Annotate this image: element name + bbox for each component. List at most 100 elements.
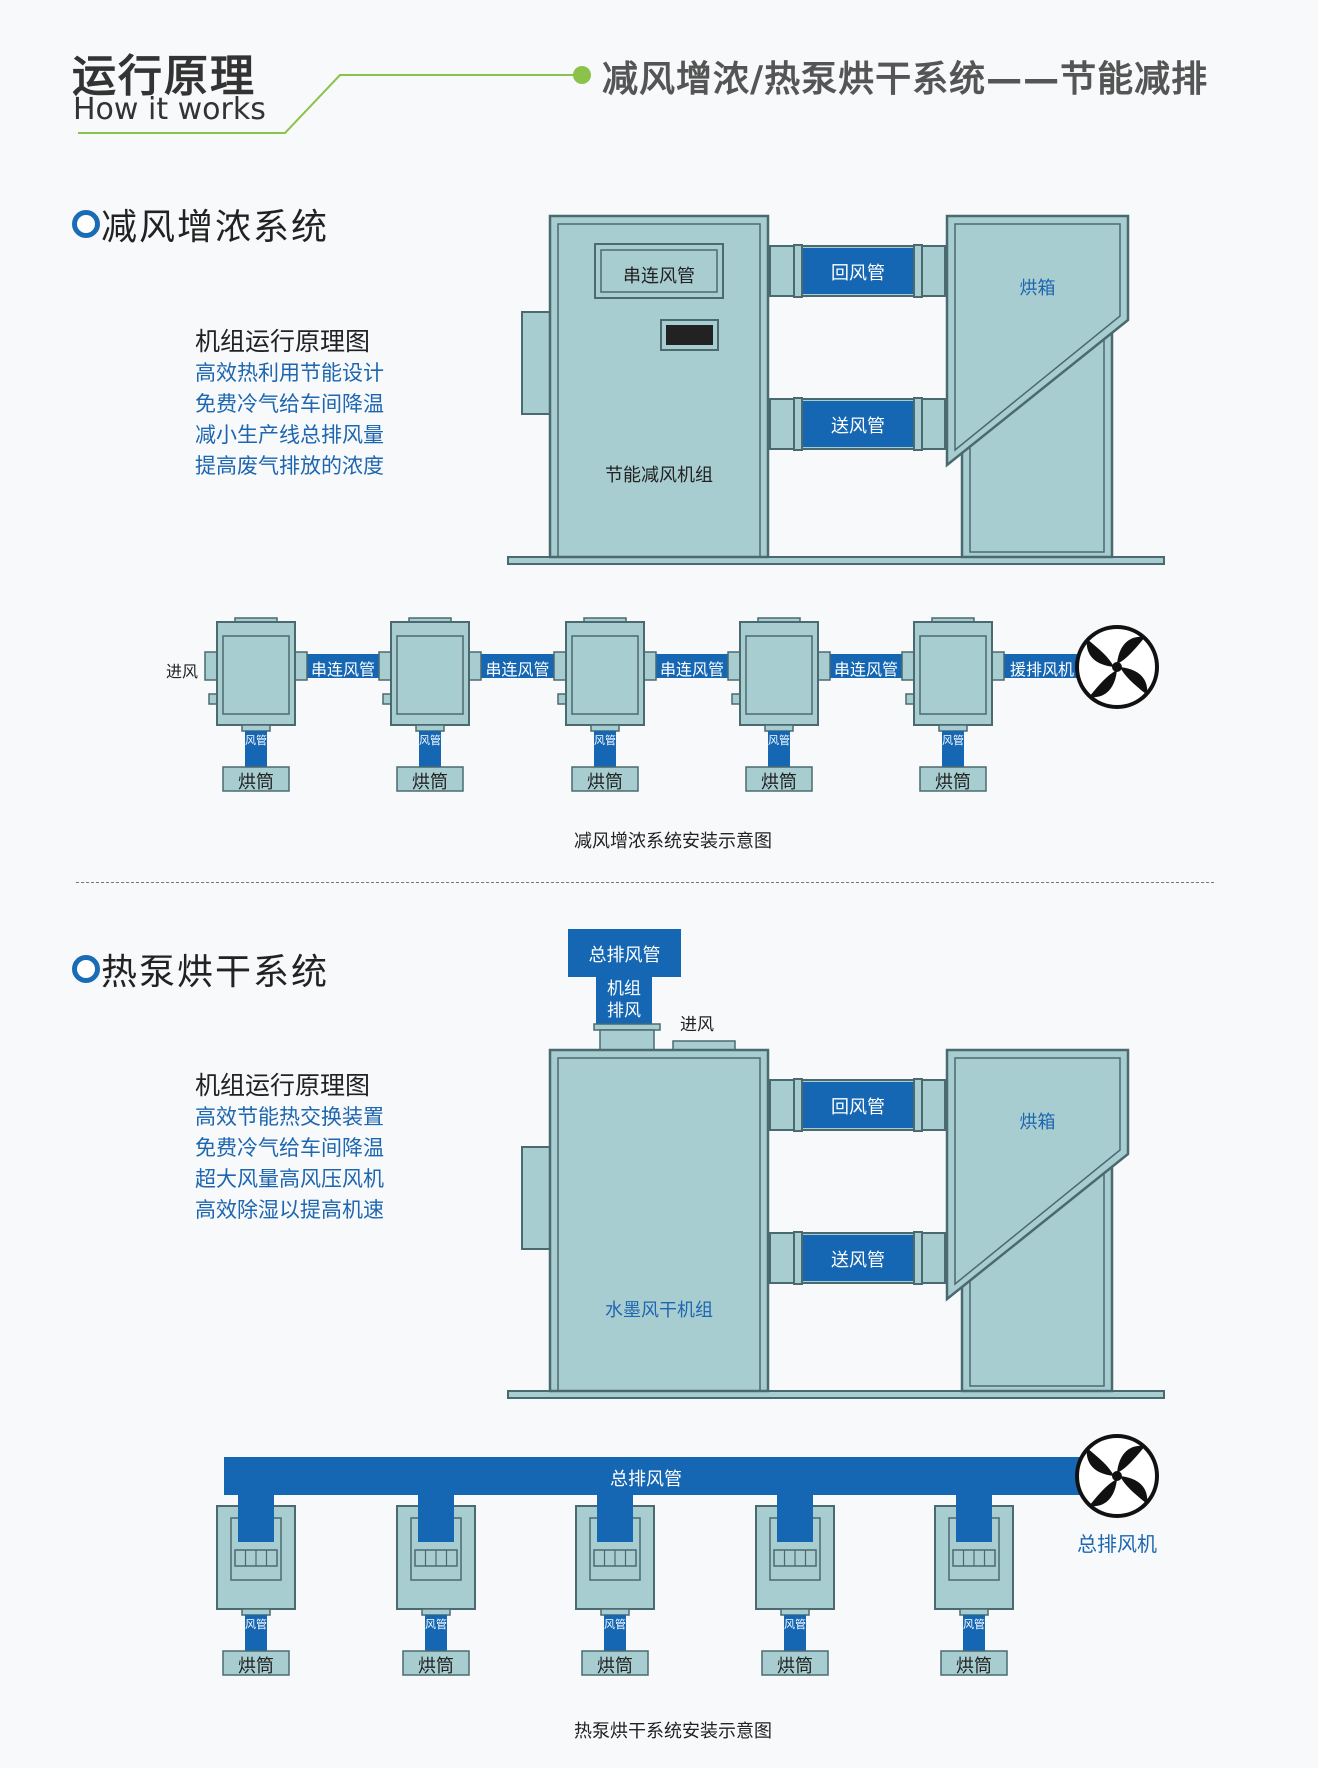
small-duct-label: 风管 bbox=[963, 1618, 985, 1631]
unit-exhaust-duct bbox=[597, 1494, 633, 1542]
drum-label: 烘筒 bbox=[956, 1656, 992, 1677]
drum bbox=[222, 766, 290, 792]
page-subtitle: How it works bbox=[73, 92, 266, 127]
drum-label: 烘筒 bbox=[238, 772, 274, 793]
small-duct bbox=[419, 731, 441, 767]
section1-desc-line: 提高废气排放的浓度 bbox=[195, 454, 384, 478]
unit-exhaust-duct bbox=[238, 1494, 274, 1542]
drum bbox=[222, 1650, 290, 1676]
small-duct-label: 风管 bbox=[594, 734, 616, 747]
drum-label: 烘筒 bbox=[597, 1656, 633, 1677]
small-duct bbox=[604, 1615, 626, 1651]
page-title: 运行原理 bbox=[72, 51, 256, 102]
small-duct bbox=[594, 731, 616, 767]
drum-label: 烘筒 bbox=[412, 772, 448, 793]
unit-label: 水墨风干机组 bbox=[605, 1300, 713, 1321]
drying-unit bbox=[565, 621, 645, 726]
section1-title: 减风增浓系统 bbox=[101, 207, 330, 248]
small-duct bbox=[245, 731, 267, 767]
section1-bullet-icon bbox=[72, 210, 100, 238]
supply-duct-label: 送风管 bbox=[831, 1250, 885, 1271]
series-duct-label: 串连风管 bbox=[833, 660, 898, 679]
section1-desc-line: 高效热利用节能设计 bbox=[195, 361, 384, 385]
drum bbox=[396, 766, 464, 792]
main-fan-label: 总排风机 bbox=[1077, 1532, 1157, 1556]
small-duct bbox=[425, 1615, 447, 1651]
series-duct-label: 串连风管 bbox=[310, 660, 375, 679]
series-duct-panel-label: 串连风管 bbox=[623, 266, 695, 287]
small-duct bbox=[963, 1615, 985, 1651]
small-duct-label: 风管 bbox=[784, 1618, 806, 1631]
series-duct bbox=[644, 654, 740, 678]
oven-label: 烘箱 bbox=[1019, 278, 1056, 299]
series-duct bbox=[295, 654, 391, 678]
unit-exhaust-label: 机组 排风 bbox=[607, 979, 641, 1021]
drum-label: 烘筒 bbox=[761, 772, 797, 793]
section2-bullet-icon bbox=[72, 955, 100, 983]
small-duct bbox=[942, 731, 964, 767]
drying-unit bbox=[913, 621, 993, 726]
small-duct-label: 风管 bbox=[419, 734, 441, 747]
section2-desc-line: 高效节能热交换装置 bbox=[195, 1105, 384, 1129]
small-duct bbox=[768, 731, 790, 767]
drying-unit bbox=[216, 621, 296, 726]
drum-label: 烘筒 bbox=[777, 1656, 813, 1677]
small-duct bbox=[784, 1615, 806, 1651]
exhaust-fan-label: 援排风机 bbox=[1009, 660, 1074, 679]
series-duct-label: 串连风管 bbox=[659, 660, 724, 679]
small-duct-label: 风管 bbox=[245, 734, 267, 747]
small-duct-label: 风管 bbox=[942, 734, 964, 747]
unit-exhaust-duct bbox=[418, 1494, 454, 1542]
unit-exhaust-duct bbox=[777, 1494, 813, 1542]
series-duct-label: 串连风管 bbox=[485, 660, 550, 679]
small-duct-label: 风管 bbox=[245, 1618, 267, 1631]
drum-label: 烘筒 bbox=[238, 1656, 274, 1677]
section1-desc-line: 免费冷气给车间降温 bbox=[195, 392, 384, 416]
drum-label: 烘筒 bbox=[587, 772, 623, 793]
section-divider bbox=[76, 882, 1214, 883]
header-connector-line bbox=[78, 66, 591, 134]
unit-label: 节能减风机组 bbox=[605, 465, 713, 486]
section2-desc-line: 高效除湿以提高机速 bbox=[195, 1198, 384, 1222]
series-duct bbox=[818, 654, 914, 678]
section1-desc-heading: 机组运行原理图 bbox=[195, 327, 371, 356]
drum-label: 烘筒 bbox=[935, 772, 971, 793]
return-duct-label: 回风管 bbox=[831, 1097, 885, 1118]
drum bbox=[940, 1650, 1008, 1676]
drum bbox=[581, 1650, 649, 1676]
system-heading: 减风增浓/热泵烘干系统——节能减排 bbox=[602, 59, 1209, 100]
drum-label: 烘筒 bbox=[418, 1656, 454, 1677]
oven-label: 烘箱 bbox=[1019, 1112, 1056, 1133]
drum bbox=[402, 1650, 470, 1676]
section1-desc-line: 减小生产线总排风量 bbox=[195, 423, 384, 447]
series-duct bbox=[469, 654, 566, 678]
small-duct-label: 风管 bbox=[604, 1618, 626, 1631]
supply-duct-label: 送风管 bbox=[831, 416, 885, 437]
main-exhaust-duct-label: 总排风管 bbox=[588, 945, 661, 966]
small-duct-label: 风管 bbox=[768, 734, 790, 747]
series-duct bbox=[992, 654, 1080, 678]
inlet-label: 进风 bbox=[166, 662, 199, 681]
section1-caption: 减风增浓系统安装示意图 bbox=[574, 831, 772, 852]
unit-exhaust-duct bbox=[956, 1494, 992, 1542]
drum bbox=[745, 766, 813, 792]
section2-desc-heading: 机组运行原理图 bbox=[195, 1071, 371, 1100]
return-duct-label: 回风管 bbox=[831, 263, 885, 284]
small-duct bbox=[245, 1615, 267, 1651]
small-duct-label: 风管 bbox=[425, 1618, 447, 1631]
main-exhaust-duct-label: 总排风管 bbox=[610, 1469, 682, 1490]
section2-desc-line: 免费冷气给车间降温 bbox=[195, 1136, 384, 1160]
main-exhaust-duct bbox=[224, 1457, 1082, 1495]
exhaust-fan-icon bbox=[1075, 625, 1159, 709]
drying-unit bbox=[739, 621, 819, 726]
section2-desc-line: 超大风量高风压风机 bbox=[195, 1167, 384, 1191]
main-exhaust-fan-icon bbox=[1075, 1434, 1159, 1518]
section2-title: 热泵烘干系统 bbox=[101, 952, 330, 993]
drum bbox=[919, 766, 987, 792]
drum bbox=[761, 1650, 829, 1676]
drum bbox=[571, 766, 639, 792]
inlet-label: 进风 bbox=[680, 1015, 714, 1035]
section2-caption: 热泵烘干系统安装示意图 bbox=[574, 1721, 772, 1742]
